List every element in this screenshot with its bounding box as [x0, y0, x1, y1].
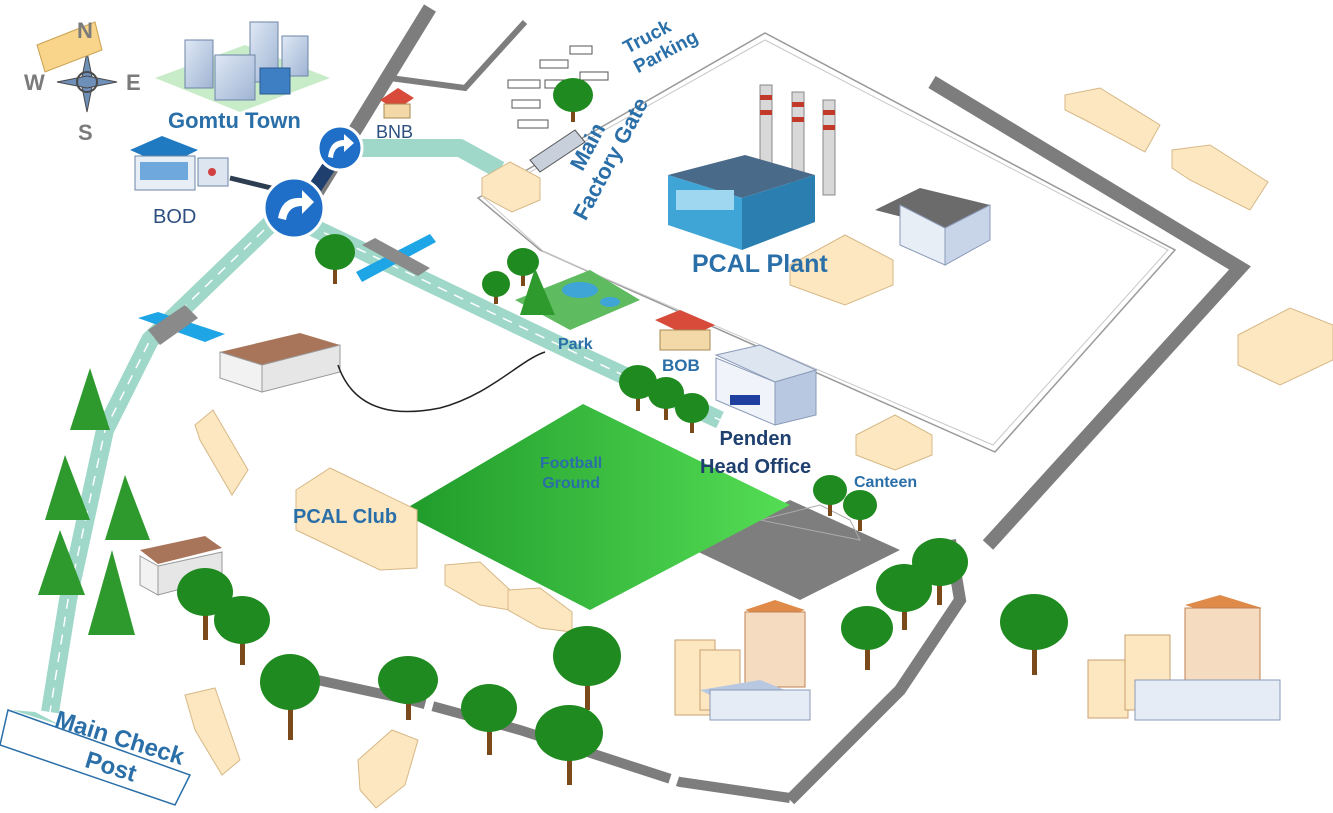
check-post-sign — [0, 709, 192, 806]
apartment-1 — [219, 333, 341, 393]
label-canteen: Canteen — [854, 474, 918, 491]
compass-north-label: N — [77, 18, 93, 43]
office-complex-2 — [1087, 595, 1281, 721]
label-bob: BOB — [662, 356, 700, 375]
label-park: Park — [558, 336, 593, 353]
office-complex-1 — [674, 600, 811, 721]
cream-blocks — [184, 87, 1333, 809]
label-football-ground: Football Ground — [540, 455, 603, 492]
gomtu-town-buildings — [155, 21, 330, 112]
label-penden-head-office: Penden Head Office — [700, 428, 812, 478]
roundabout-sign-2 — [316, 124, 364, 172]
bnb-building — [380, 88, 414, 119]
head-office — [714, 344, 818, 426]
plant-boundary — [476, 32, 1177, 453]
gate-block — [529, 129, 586, 173]
tree-group — [38, 78, 1068, 785]
roundabout-sign-1 — [262, 176, 326, 240]
football-field — [400, 404, 790, 610]
connector-line — [337, 351, 546, 413]
compass-east-label: E — [126, 70, 141, 95]
pcal-plant — [668, 84, 836, 250]
label-bod: BOD — [153, 206, 197, 228]
bob-building — [655, 310, 715, 351]
compass-rose — [36, 21, 118, 113]
label-pcal-plant: PCAL Plant — [692, 250, 828, 278]
bod-building — [130, 136, 229, 191]
label-gomtu-town: Gomtu Town — [168, 108, 301, 133]
plant-annex — [875, 188, 991, 266]
label-pcal-club: PCAL Club — [293, 506, 398, 528]
label-bnb: BNB — [376, 122, 414, 142]
compass-west-label: W — [24, 70, 45, 95]
compass-south-label: S — [78, 120, 93, 145]
